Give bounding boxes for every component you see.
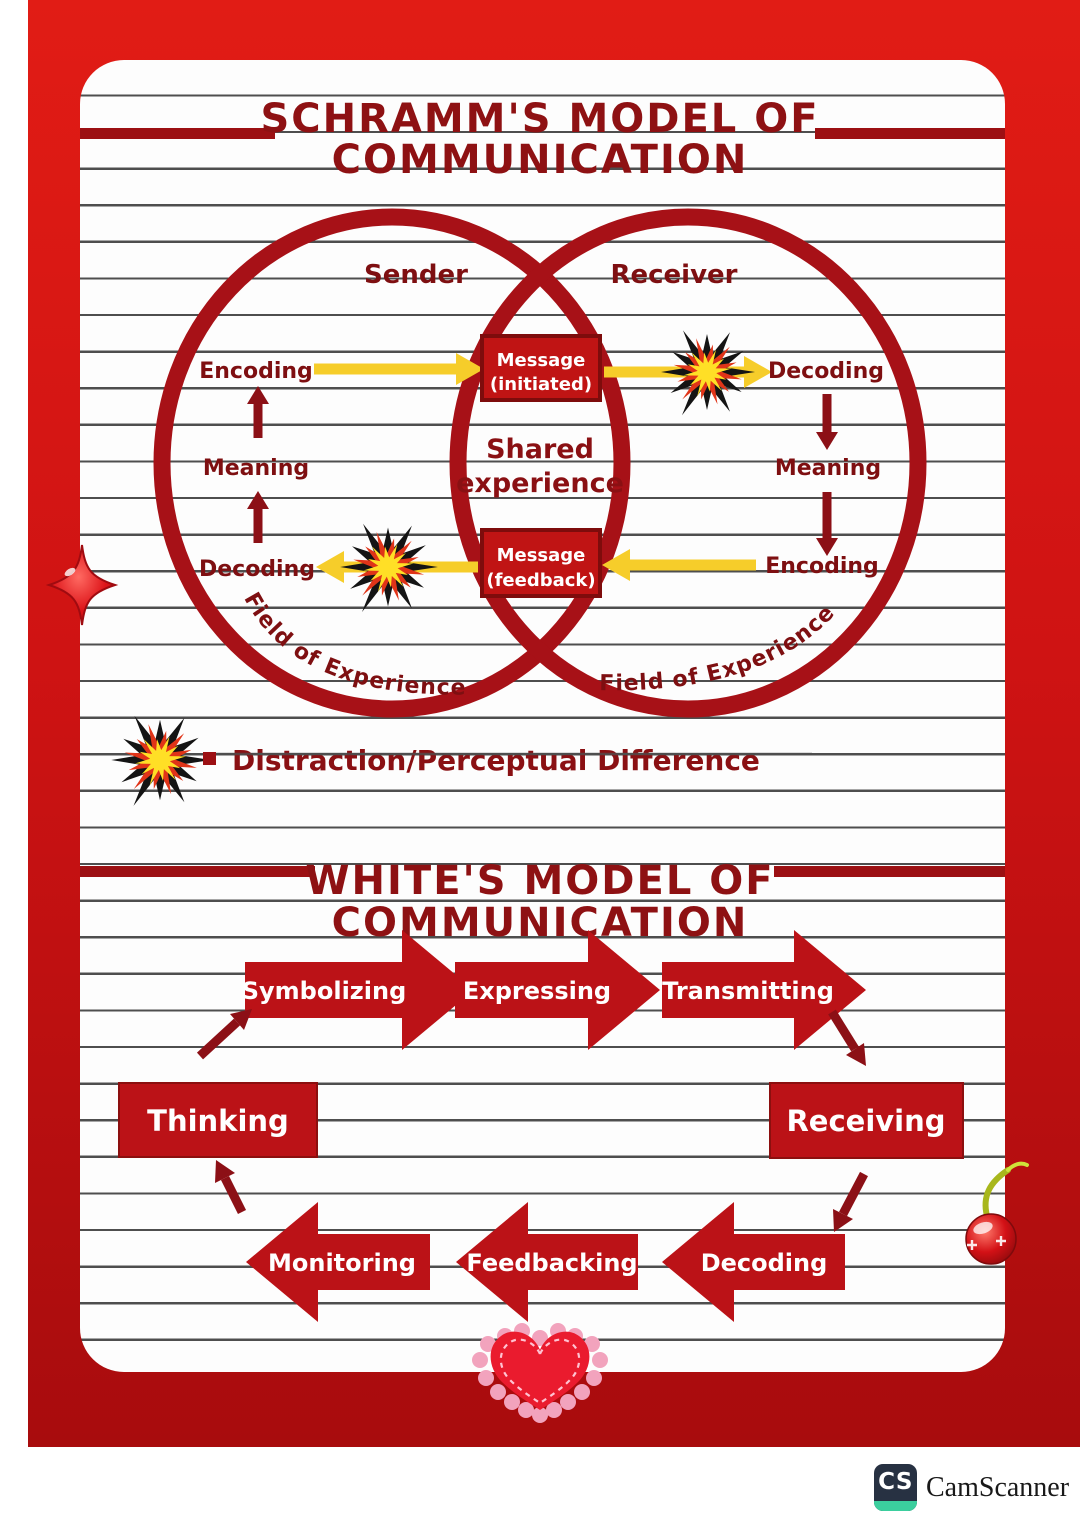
schramm-model-section: SCHRAMM'S MODEL OF COMMUNICATION Sender … (80, 96, 1005, 806)
schramm-title-line1: SCHRAMM'S MODEL OF (260, 96, 819, 142)
receiver-meaning-label: Meaning (775, 456, 881, 481)
sender-circle (153, 208, 631, 718)
sender-decoding-label: Decoding (199, 557, 315, 582)
receiver-down-arrowheads (816, 432, 838, 556)
shared-experience-line1: Shared (486, 434, 594, 465)
feedbacking-label: Feedbacking (466, 1249, 637, 1277)
white-title-line1: WHITE'S MODEL OF (305, 858, 774, 904)
message-feedback-box (480, 528, 602, 598)
receiver-circle (449, 208, 927, 718)
camscanner-logo-icon: CS (874, 1464, 917, 1511)
distraction-burst-bottom-icon (340, 523, 438, 613)
transmitting-arrow (662, 930, 866, 1050)
white-title-underline-right (774, 866, 1005, 877)
decoding-arrow (662, 1202, 845, 1322)
sender-up-arrowheads (247, 386, 269, 509)
message-initiated-box (480, 334, 602, 402)
monitoring-arrow (246, 1202, 430, 1322)
star-sticker-icon (45, 544, 119, 626)
receiving-box (769, 1082, 964, 1159)
receiver-decoding-label: Decoding (768, 359, 884, 384)
title-underline-right (815, 128, 1005, 139)
thinking-label: Thinking (147, 1104, 289, 1138)
receiving-label: Receiving (786, 1104, 945, 1138)
title-underline-left (80, 128, 275, 139)
field-of-experience-left-text: Field of Experience (239, 588, 466, 700)
camscanner-watermark: CS CamScanner (874, 1464, 1069, 1511)
thinking-box (118, 1082, 318, 1158)
symbolizing-arrow (245, 930, 474, 1050)
sender-label: Sender (364, 260, 468, 290)
expressing-arrow (455, 930, 660, 1050)
cycle-connector-lines (196, 1009, 868, 1217)
message-feedback-line1: Message (497, 545, 586, 566)
sender-meaning-label: Meaning (203, 456, 309, 481)
legend-equals-mark (203, 752, 216, 765)
field-of-experience-left: Field of Experience (239, 588, 467, 700)
symbolizing-label: Symbolizing (242, 977, 407, 1005)
cycle-connector-arrowheads (215, 1009, 866, 1232)
monitoring-label: Monitoring (268, 1249, 416, 1277)
cherry-sticker-icon (965, 1161, 1029, 1265)
camscanner-wordmark: CamScanner (926, 1471, 1070, 1503)
white-model-section: WHITE'S MODEL OF COMMUNICATION Symbolizi… (80, 858, 1005, 1322)
distraction-legend-icon (111, 715, 211, 806)
shared-experience-line2: experience (456, 468, 624, 499)
cs-badge-teal-strip (874, 1501, 917, 1511)
message-initiated-line1: Message (497, 350, 586, 371)
feedbacking-arrow (456, 1202, 638, 1322)
transmitting-label: Transmitting (662, 977, 834, 1005)
schramm-title-line2: COMMUNICATION (332, 137, 749, 183)
white-title-line2: COMMUNICATION (332, 900, 749, 946)
message-flow-arrowheads (316, 353, 772, 583)
heart-sticker-icon (472, 1323, 608, 1423)
expressing-label: Expressing (463, 977, 611, 1005)
decoding-label: Decoding (701, 1249, 828, 1277)
message-feedback-line2: (feedback) (486, 570, 595, 591)
cs-badge-text: CS (878, 1469, 913, 1495)
distraction-burst-top-icon (661, 330, 755, 416)
receiver-encoding-label: Encoding (765, 554, 879, 579)
receiver-label: Receiver (610, 260, 737, 290)
legend-label: Distraction/Perceptual Difference (232, 744, 760, 777)
sender-encoding-label: Encoding (199, 359, 313, 384)
message-initiated-line2: (initiated) (490, 374, 592, 395)
white-title-underline-left (80, 866, 315, 877)
